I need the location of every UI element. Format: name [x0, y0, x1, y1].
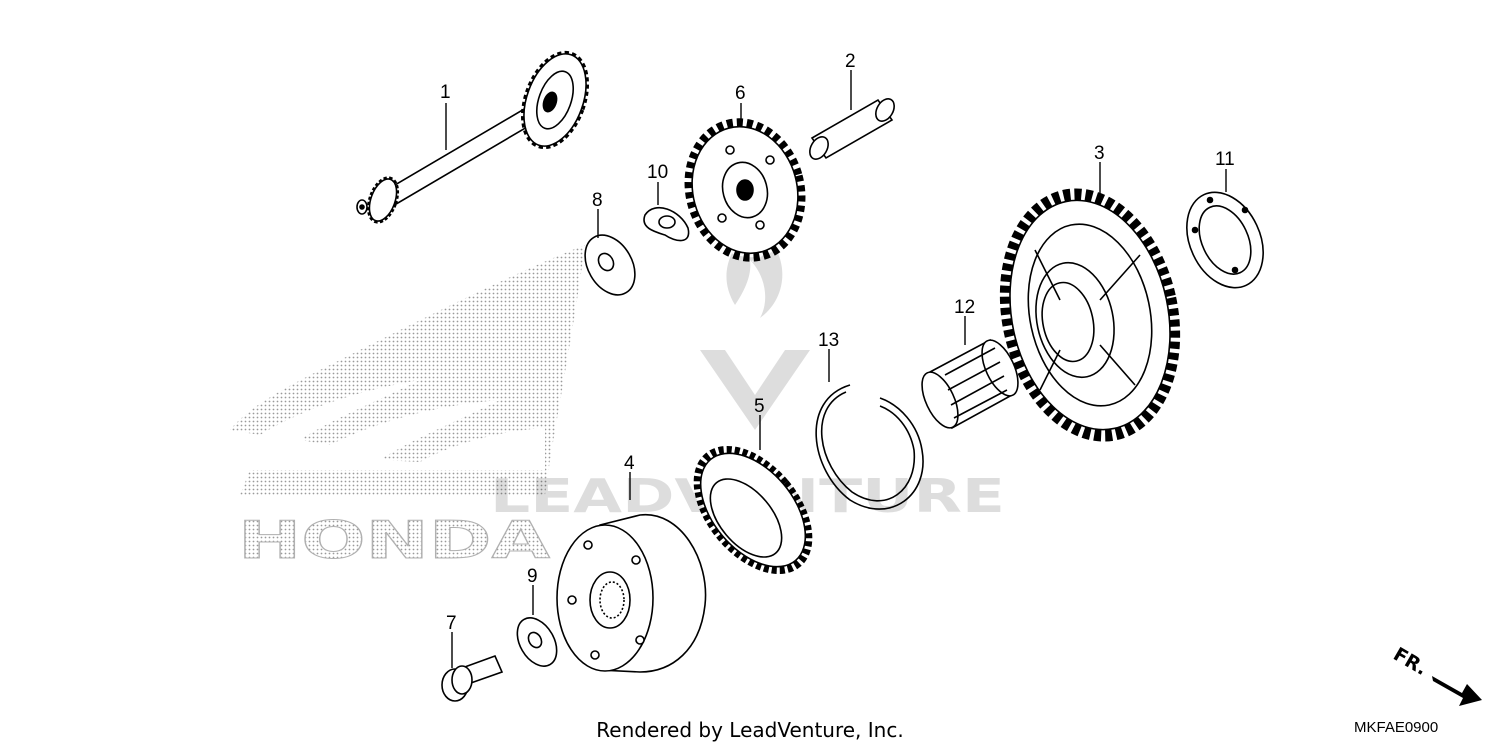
honda-wordmark: HONDA	[238, 511, 550, 571]
part-4-starter-clutch-outer	[556, 514, 707, 673]
part-13-snap-ring	[815, 384, 924, 510]
callout-numbers: 1 2 3 4 5 6 7 8 9 10 11 12 13	[440, 51, 1235, 634]
direction-label: FR.	[1390, 643, 1431, 680]
callout-1: 1	[440, 82, 451, 103]
callout-13: 13	[818, 330, 839, 351]
diagram-code: MKFAE0900	[1354, 719, 1439, 736]
part-9-washer	[516, 617, 558, 667]
part-1-starter-reduction-shaft	[356, 50, 590, 224]
callout-9: 9	[527, 566, 538, 587]
part-2-shaft-pin	[809, 98, 895, 160]
callout-4: 4	[624, 453, 635, 474]
callout-8: 8	[592, 190, 603, 211]
part-11-thrust-washer	[1186, 191, 1264, 289]
part-12-needle-bearing	[921, 338, 1019, 430]
callout-2: 2	[845, 51, 856, 72]
callout-10: 10	[647, 162, 668, 183]
callout-3: 3	[1094, 143, 1105, 164]
callout-11: 11	[1215, 149, 1235, 170]
footer-credit: Rendered by LeadVenture, Inc.	[596, 718, 904, 742]
callout-6: 6	[735, 83, 746, 104]
honda-wing-watermark: HONDA	[230, 245, 585, 572]
callout-5: 5	[754, 396, 765, 417]
part-7-flange-bolt	[441, 654, 504, 702]
part-6-idle-gear	[684, 118, 806, 262]
leader-lines	[445, 70, 1227, 668]
part-8-washer	[584, 234, 636, 296]
callout-7: 7	[446, 613, 457, 634]
front-direction-arrow: FR.	[1390, 643, 1482, 706]
part-10-lock-washer	[643, 206, 690, 242]
part-3-starter-driven-gear	[999, 188, 1181, 442]
callout-12: 12	[954, 297, 975, 318]
part-5-one-way-clutch	[693, 445, 813, 575]
